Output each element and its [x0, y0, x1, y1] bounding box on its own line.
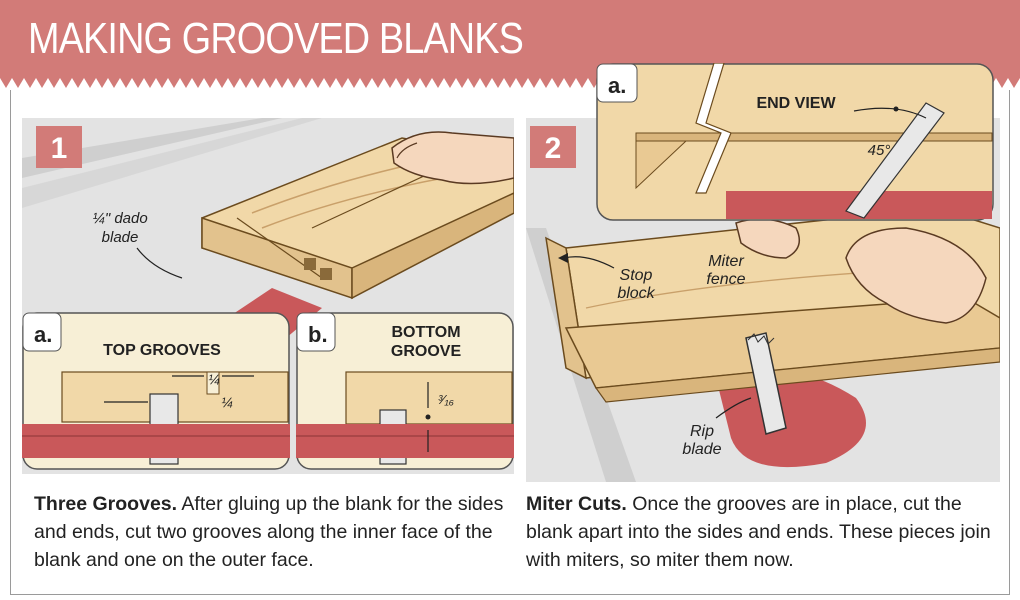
inset-2a-letter: a. [608, 73, 626, 98]
step1-number: 1 [51, 132, 68, 165]
inset-2a-angle: 45° [868, 142, 891, 159]
step2-caption-text: Once the grooves are in place, cut the b… [526, 493, 991, 571]
page-title: MAKING GROOVED BLANKS [28, 14, 524, 63]
rip-blade-icon [745, 332, 787, 435]
step2-number: 2 [545, 132, 562, 165]
title-banner [0, 0, 1020, 88]
inset-a-letter: a. [34, 322, 52, 347]
step1-inset-b: b. BOTTOM GROOVE ³⁄₁₆ [296, 312, 514, 470]
callout-dado-line2: blade [102, 229, 139, 246]
inset-2a-label: END VIEW [756, 95, 836, 112]
callout-stop-line2: block [617, 285, 655, 302]
step1-caption-bold: Three Grooves. [34, 493, 178, 515]
step1-inset-a: a. TOP GROOVES ¼ ¼ [22, 312, 290, 470]
inset-b-letter: b. [308, 322, 328, 347]
callout-stop-line1: Stop [620, 267, 653, 284]
callout-dado-leader [136, 247, 183, 279]
step2-caption: Miter Cuts. Once the grooves are in plac… [526, 490, 996, 574]
break-line-icon [695, 63, 732, 194]
inset-a-label: TOP GROOVES [103, 342, 221, 359]
inset-b-dim: ³⁄₁₆ [438, 392, 455, 407]
step2-inset-a: a. END VIEW 45° [596, 63, 994, 221]
inset-b-label-line2: GROOVE [391, 343, 462, 360]
step2-caption-bold: Miter Cuts. [526, 493, 627, 515]
throat-plate [716, 369, 866, 468]
step1-caption: Three Grooves. After gluing up the blank… [34, 490, 514, 574]
inset-a-dim1: ¼ [208, 371, 220, 387]
callout-fence-line2: fence [706, 271, 745, 288]
inset-a-dim2: ¼ [221, 394, 233, 410]
hand-icon [391, 131, 514, 185]
callout-dado-line1: ¼" dado [92, 210, 147, 227]
step1-caption-text: After gluing up the blank for the sides … [34, 493, 504, 571]
callout-rip-line1: Rip [690, 423, 714, 440]
callout-rip-line2: blade [682, 441, 721, 458]
step2-number-box [530, 126, 576, 168]
step1-number-box [36, 126, 82, 168]
protractor-icon [845, 102, 945, 219]
inset-b-label-line1: BOTTOM [391, 324, 460, 341]
callout-fence-line1: Miter [708, 253, 744, 270]
hand-icon [735, 218, 987, 324]
content-frame [10, 90, 1010, 595]
